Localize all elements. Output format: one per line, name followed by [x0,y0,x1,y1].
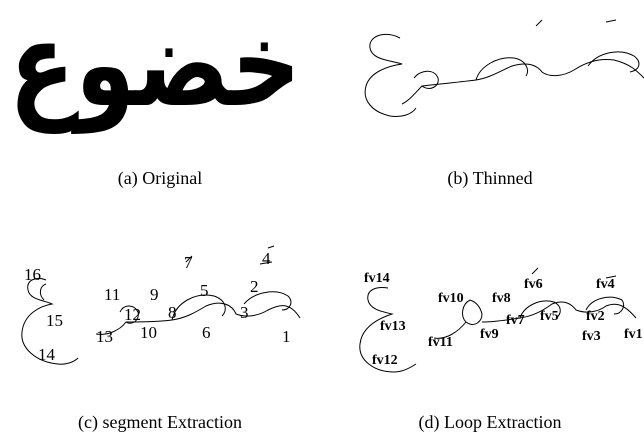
caption-loop-extraction: (d) Loop Extraction [418,412,562,432]
panel-segment-extraction: 16 15 14 11 12 9 10 13 7 8 5 6 4 2 3 1 [0,230,320,410]
segment-label: 13 [96,327,113,346]
segment-diagram: 16 15 14 11 12 9 10 13 7 8 5 6 4 2 3 1 [21,245,301,365]
segment-label: 4 [262,249,271,268]
segment-label: 12 [124,305,141,324]
thinned-skeleton [364,19,644,117]
segment-label: 7 [184,253,193,272]
panel-loop-extraction: fv14 fv13 fv12 fv10 fv11 fv8 fv9 fv6 fv7… [330,230,644,410]
original-word-image: خضوع [9,0,301,134]
panel-original: خضوع [0,0,320,200]
caption-thinned: (b) Thinned [447,168,533,188]
segment-label: 6 [202,323,211,342]
panel-thinned [330,0,644,160]
segment-label: 11 [104,285,120,304]
segment-label: 9 [150,285,159,304]
caption-segment-extraction: (c) segment Extraction [78,412,242,432]
loop-label: fv5 [540,309,559,324]
segment-label: 14 [38,345,56,364]
loop-label: fv14 [364,271,390,286]
loop-label: fv13 [380,319,406,334]
loop-label: fv8 [492,291,511,306]
segment-label: 15 [46,311,63,330]
loop-label: fv3 [582,329,601,344]
loop-label: fv2 [586,309,605,324]
loop-label: fv4 [596,277,615,292]
loop-label: fv10 [438,291,464,306]
segment-label: 1 [282,327,291,346]
loop-label: fv1 [624,327,643,342]
segment-label: 5 [200,281,209,300]
loop-label: fv11 [428,335,453,350]
loop-label: fv6 [524,277,543,292]
segment-label: 16 [24,265,41,284]
segment-label: 3 [240,303,249,322]
loop-label: fv9 [480,327,499,342]
loop-diagram: fv14 fv13 fv12 fv10 fv11 fv8 fv9 fv6 fv7… [359,267,643,373]
segment-label: 2 [250,277,259,296]
segment-label: 10 [140,323,157,342]
segment-label: 8 [168,303,177,322]
loop-label: fv7 [506,313,525,328]
caption-original: (a) Original [117,168,203,188]
arabic-word: خضوع [9,0,301,134]
loop-label: fv12 [372,353,398,368]
